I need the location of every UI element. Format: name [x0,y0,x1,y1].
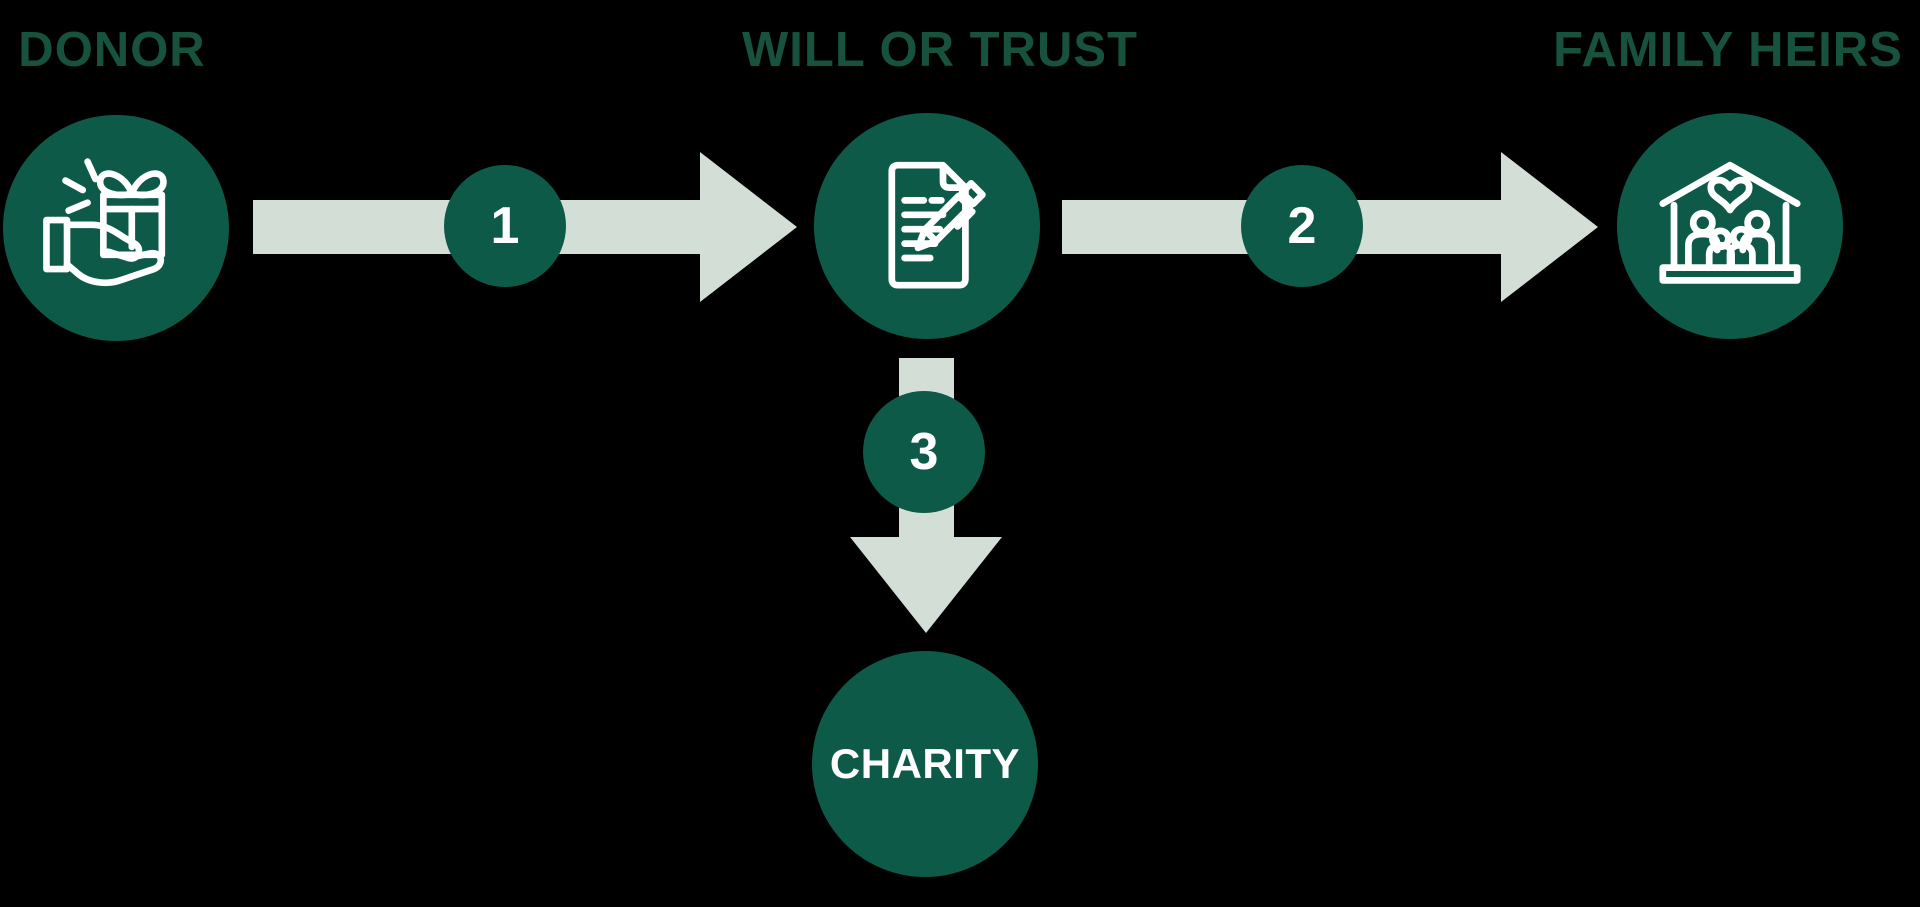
charity-node: CHARITY [812,651,1038,877]
step-3-badge: 3 [863,391,985,513]
donor-node [3,115,229,341]
step-1-badge: 1 [444,165,566,287]
step-2-badge: 2 [1241,165,1363,287]
arrow-2-right-head-icon [1501,152,1598,302]
donor-label: DONOR [18,23,206,77]
charity-label: CHARITY [829,740,1021,787]
arrow-1-right-head-icon [700,152,797,302]
step-1-number: 1 [490,197,520,255]
family-heirs-node [1617,113,1843,339]
house-family-heart-icon [1659,161,1801,284]
step-2-number: 2 [1287,197,1317,255]
document-pen-icon [888,161,986,289]
will-or-trust-node [814,113,1040,339]
arrow-3-down-head-icon [850,537,1002,633]
will-or-trust-label: WILL OR TRUST [742,23,1138,77]
family-heirs-label: FAMILY HEIRS [1553,23,1903,77]
gift-in-hand-icon [43,158,167,287]
step-3-number: 3 [909,423,939,481]
